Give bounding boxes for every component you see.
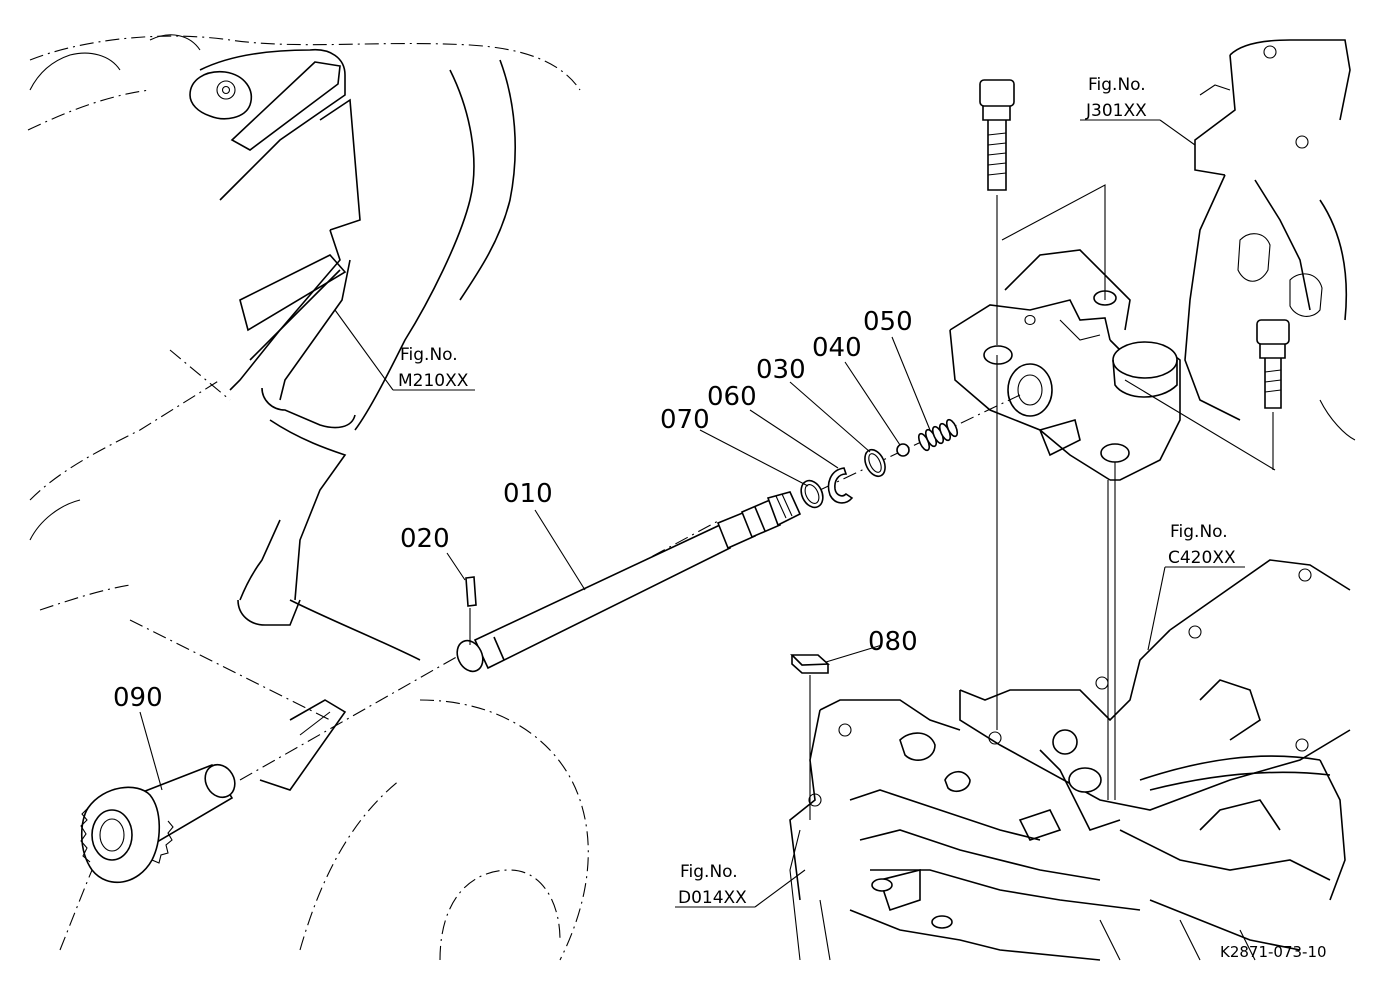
callout-040: 040 — [812, 333, 862, 363]
o-ring-030 — [864, 448, 886, 478]
fig-ref-j301[interactable]: Fig.No. J301XX — [1085, 75, 1147, 121]
fig-ref-m210[interactable]: Fig.No. M210XX — [398, 345, 469, 391]
leader-lines — [139, 119, 1245, 908]
shift-shaft-010 — [456, 491, 802, 673]
fig-ref-d014-line2: D014XX — [678, 888, 747, 908]
valve-bolt-right — [1256, 319, 1290, 470]
upper-right-housing — [1184, 39, 1356, 441]
valve-bolt-left — [979, 79, 1015, 345]
ball-040 — [896, 443, 910, 457]
valve-body — [949, 249, 1181, 481]
callout-010: 010 — [503, 479, 553, 509]
snap-ring-060 — [827, 467, 854, 504]
fig-ref-c420-line2: C420XX — [1168, 548, 1236, 568]
fig-ref-j301-line2: J301XX — [1085, 101, 1147, 121]
callout-030: 030 — [756, 355, 806, 385]
spring-050 — [917, 418, 959, 452]
drawing-code: K2871-073-10 — [1220, 943, 1327, 961]
callout-080: 080 — [868, 627, 918, 657]
fig-ref-d014-line1: Fig.No. — [680, 862, 738, 882]
bolt-grouping-bracket — [1001, 184, 1276, 471]
lower-right-case — [789, 559, 1351, 961]
callout-050: 050 — [863, 307, 913, 337]
o-ring-070 — [800, 479, 824, 509]
spring-pin-020 — [465, 576, 477, 645]
fig-ref-c420-line1: Fig.No. — [1170, 522, 1228, 542]
callout-060: 060 — [707, 382, 757, 412]
callout-070: 070 — [660, 405, 710, 435]
callout-090: 090 — [113, 683, 163, 713]
callout-020: 020 — [400, 524, 450, 554]
shift-lever-bracket — [189, 49, 516, 661]
fig-ref-j301-line1: Fig.No. — [1088, 75, 1146, 95]
left-housing-outline — [27, 34, 589, 961]
fig-ref-m210-line2: M210XX — [398, 371, 469, 391]
fig-ref-m210-line1: Fig.No. — [400, 345, 458, 365]
plate-080 — [790, 654, 830, 666]
fig-ref-c420[interactable]: Fig.No. C420XX — [1168, 522, 1236, 568]
knob-090 — [80, 699, 347, 884]
fig-ref-d014[interactable]: Fig.No. D014XX — [678, 862, 747, 908]
